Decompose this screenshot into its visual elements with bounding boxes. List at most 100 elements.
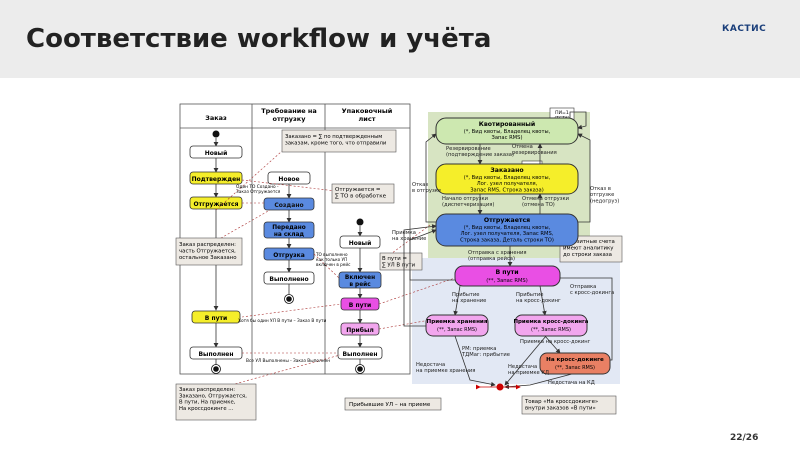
- state-end-node: [496, 383, 504, 391]
- pack-node-done[interactable]: Выполнен: [337, 346, 383, 360]
- svg-text:Отгружается =∑ ТО в обработке: Отгружается =∑ ТО в обработке: [335, 187, 387, 200]
- order-node-shipping[interactable]: Отгружается: [189, 196, 243, 210]
- req-node-done[interactable]: Выполнено: [263, 271, 315, 285]
- note-arrived-up: Прибывшие УЛ – на приеме: [344, 397, 442, 411]
- note-one-to: Один ТО Создано -Заказ Отгружается: [236, 184, 281, 195]
- req-node-new[interactable]: Новое: [267, 171, 311, 185]
- note-order-dist: Заказ распределен:Заказано, Отгружается,…: [175, 383, 257, 421]
- svg-text:Прибывшие УЛ – на приеме: Прибывшие УЛ – на приеме: [349, 402, 431, 408]
- svg-text:(**, Запас RMS): (**, Запас RMS): [531, 327, 571, 333]
- pack-node-arrived[interactable]: Прибыл: [340, 322, 380, 336]
- svg-text:Заказано: Заказано: [490, 167, 523, 174]
- svg-text:Недостача на КД: Недостача на КД: [548, 380, 595, 386]
- svg-text:Приемка хранения: Приемка хранения: [427, 319, 488, 325]
- svg-text:Квотированный: Квотированный: [479, 120, 535, 128]
- svg-text:Резервирование(подтверждение з: Резервирование(подтверждение заказа): [446, 146, 514, 158]
- pack-node-done-label: Выполнен: [342, 351, 377, 358]
- order-node-new-label: Новый: [205, 150, 228, 157]
- svg-text:Заказ распределен:Заказано, От: Заказ распределен:Заказано, Отгружается,…: [179, 387, 247, 412]
- order-node-confirmed[interactable]: Подтвержден: [189, 171, 243, 185]
- req-node-shipping[interactable]: Отгрузка: [263, 247, 315, 261]
- svg-text:Товар «На кроссдокинге»внутри: Товар «На кроссдокинге»внутри заказов «В…: [524, 399, 598, 411]
- svg-text:(*, Вид квоты, Владелец квоты,: (*, Вид квоты, Владелец квоты,Лог. узел …: [464, 175, 551, 193]
- order-node-done[interactable]: Выполнен: [189, 346, 243, 360]
- page-title: Соответствие workflow и учёта: [26, 24, 492, 54]
- svg-text:Заказ распределен:часть Отгруж: Заказ распределен:часть Отгружается,оста…: [179, 242, 237, 261]
- order-node-shipping-label: Отгружается: [194, 201, 239, 208]
- state-ordered[interactable]: Заказано (*, Вид квоты, Владелец квоты,Л…: [435, 163, 579, 195]
- pack-end-node: [355, 364, 365, 374]
- svg-text:В пути: В пути: [495, 269, 518, 276]
- note-goods: Товар «На кроссдокинге»внутри заказов «В…: [521, 395, 617, 415]
- state-shipping[interactable]: Отгружается (*, Вид квоты, Владелец квот…: [435, 213, 579, 247]
- state-quoted[interactable]: Квотированный (*, Вид квоты, Владелец кв…: [435, 117, 579, 145]
- state-in-transit[interactable]: В пути (**, Запас RMS): [454, 265, 561, 287]
- svg-text:В пути =∑ УЛ В пути: В пути =∑ УЛ В пути: [382, 256, 416, 268]
- page-number: 22/26: [730, 433, 759, 443]
- req-node-done-label: Выполнено: [269, 276, 308, 283]
- state-storage-accept[interactable]: Приемка хранения (**, Запас RMS): [425, 314, 489, 337]
- note-in-transit-sum: В пути =∑ УЛ В пути: [379, 252, 423, 271]
- req-node-shipping-label: Отгрузка: [273, 252, 305, 259]
- order-node-new[interactable]: Новый: [189, 145, 243, 159]
- pack-node-in-transit-label: В пути: [349, 302, 371, 309]
- order-node-done-label: Выполнен: [198, 351, 233, 358]
- order-node-confirmed-label: Подтвержден: [192, 176, 241, 183]
- svg-text:Приемка на кросс-докинг: Приемка на кросс-докинг: [520, 339, 591, 345]
- order-node-in-transit-label: В пути: [205, 315, 227, 322]
- req-node-created-label: Создано: [274, 202, 303, 209]
- svg-text:(**, Запас RMS): (**, Запас RMS): [437, 327, 477, 333]
- req-end-node: [284, 294, 294, 304]
- svg-text:Приемка кросс-докинга: Приемка кросс-докинга: [514, 319, 589, 325]
- req-node-new-label: Новое: [278, 176, 299, 183]
- svg-text:(*, Вид квоты, Владелец квоты,: (*, Вид квоты, Владелец квоты,Запас RMS): [464, 129, 551, 141]
- order-node-in-transit[interactable]: В пути: [191, 310, 241, 324]
- svg-text:(*, Вид квоты, Владелец квоты,: (*, Вид квоты, Владелец квоты,Лог. узел …: [460, 225, 554, 243]
- svg-text:Отгружается: Отгружается: [484, 217, 530, 224]
- svg-text:(**, Запас RMS): (**, Запас RMS): [486, 278, 527, 284]
- state-cross-accept[interactable]: Приемка кросс-докинга (**, Запас RMS): [514, 314, 589, 337]
- state-transitions: [403, 111, 613, 390]
- company-logo: КАСТИС: [722, 24, 767, 34]
- svg-text:Отправка с хранения(отправка р: Отправка с хранения(отправка рейса): [468, 250, 527, 262]
- note-one-up-in-transit: Хотя бы один УЛ В пути – Заказ В пути: [238, 318, 326, 324]
- state-on-cross[interactable]: На кросс-докинге (**, Запас RMS): [539, 352, 611, 375]
- svg-text:Начало отгрузки(диспетчеризаци: Начало отгрузки(диспетчеризация): [442, 196, 494, 208]
- note-all-up-done: Все УЛ Выполнены - Заказ Выполнен: [246, 358, 330, 364]
- pack-node-in-transit[interactable]: В пути: [340, 297, 380, 311]
- svg-text:На кросс-докинге: На кросс-докинге: [546, 357, 604, 363]
- order-end-node: [211, 364, 221, 374]
- order-start-node: [212, 130, 220, 138]
- req-node-created[interactable]: Создано: [263, 197, 315, 211]
- slide-header: [0, 0, 800, 78]
- note-shipping: Отгружается =∑ ТО в обработке: [331, 183, 395, 204]
- svg-text:Отмена отгрузки(отмена ТО): Отмена отгрузки(отмена ТО): [522, 196, 569, 208]
- note-order-split: Заказ распределен:часть Отгружается,оста…: [175, 237, 243, 266]
- pack-node-arrived-label: Прибыл: [346, 327, 374, 334]
- lane-order-header: Заказ: [205, 114, 227, 122]
- pack-start-node: [356, 218, 364, 226]
- pack-node-new[interactable]: Новый: [339, 235, 381, 249]
- svg-text:(**, Запас RMS): (**, Запас RMS): [555, 365, 595, 371]
